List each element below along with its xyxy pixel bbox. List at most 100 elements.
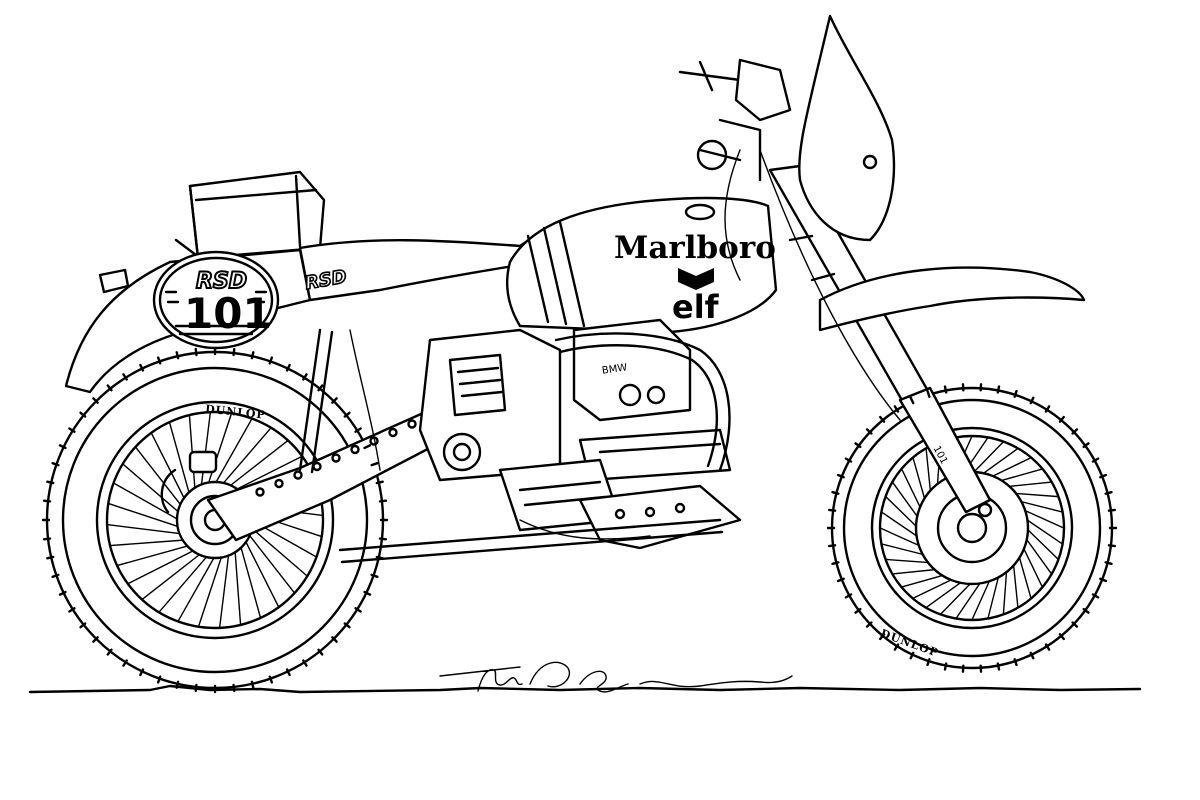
front-spoke <box>884 495 919 529</box>
rear-tread-knob <box>370 461 379 467</box>
front-tread-knob <box>1029 651 1035 660</box>
rear-spoke <box>150 432 186 501</box>
front-spoke <box>1018 554 1032 600</box>
rear-spoke <box>177 555 216 623</box>
front-spoke <box>980 447 1019 476</box>
front-tread-knob <box>844 593 853 599</box>
front-tread-knob <box>1107 508 1117 512</box>
rear-tread-knob <box>343 411 351 418</box>
rear-tread-knob <box>331 636 338 643</box>
rear-tread-knob <box>156 675 162 684</box>
front-tread-knob <box>831 490 840 495</box>
swingarm-hole <box>331 453 341 463</box>
front-tread-knob <box>865 621 873 628</box>
front-tread-knob <box>1107 544 1117 548</box>
front-spoke <box>880 511 920 539</box>
rear-tread-knob <box>139 668 145 677</box>
front-spoke <box>884 558 932 564</box>
front-tread-knob <box>943 385 948 394</box>
rear-tread-knob <box>343 622 351 629</box>
rear-spoke <box>207 412 233 486</box>
luggage-box <box>174 170 332 260</box>
rear-tread-knob <box>285 668 291 677</box>
rear-tread-knob <box>354 607 362 613</box>
rear-spoke <box>234 549 242 626</box>
front-spoke <box>1022 508 1065 529</box>
swingarm-hole <box>293 470 303 480</box>
front-spoke <box>971 578 992 621</box>
rear-tread-knob <box>51 573 60 579</box>
front-spoke <box>989 456 1032 478</box>
front-tread-knob <box>1044 643 1051 651</box>
rear-tread-knob <box>139 363 145 372</box>
rear-tread-knob <box>122 659 128 667</box>
rear-tread-knob <box>106 384 113 392</box>
front-spoke <box>880 543 926 556</box>
rear-spoke <box>218 552 230 629</box>
front-tread-knob <box>1091 457 1100 463</box>
front-tread-knob <box>909 396 915 405</box>
rear-tread-knob <box>250 680 255 689</box>
windscreen <box>798 14 896 242</box>
rear-tread-knob <box>363 590 372 596</box>
rear-tread-knob <box>106 648 113 656</box>
front-spoke <box>1024 517 1064 545</box>
front-wheel <box>830 386 1114 670</box>
front-tread-knob <box>879 633 886 641</box>
rear-spoke <box>197 554 223 628</box>
front-spoke <box>1006 481 1053 488</box>
front-tread-knob <box>879 415 886 423</box>
swingarm-hole <box>388 427 398 438</box>
rear-spoke <box>134 446 183 507</box>
swingarm-hole <box>255 487 265 497</box>
rear-tread-knob <box>354 427 362 433</box>
artist-signature <box>439 661 793 693</box>
elf-logo-mark <box>678 268 714 290</box>
front-tread-knob <box>827 508 837 512</box>
rear-tread-knob <box>46 480 55 485</box>
front-spoke <box>1022 545 1044 588</box>
front-spoke <box>900 574 946 588</box>
front-tread-knob <box>1013 658 1018 667</box>
rear-spoke <box>158 554 209 613</box>
cables <box>349 149 901 540</box>
shock-absorber <box>298 328 334 474</box>
front-spoke <box>971 440 1005 475</box>
front-spoke <box>987 574 1000 620</box>
front-tread-knob <box>844 457 853 463</box>
rear-spoke <box>168 421 191 496</box>
side-script: RSD <box>303 266 348 294</box>
tank-brand: Marlboro <box>614 230 776 266</box>
swingarm-hole <box>407 419 417 429</box>
rear-tread-knob <box>268 356 274 365</box>
front-spoke <box>955 580 983 620</box>
fuel-tank <box>506 196 778 334</box>
number-plate <box>152 250 280 350</box>
rear-spoke <box>107 502 181 528</box>
front-fork <box>768 164 992 514</box>
rear-tread-knob <box>363 444 372 450</box>
front-spoke <box>879 527 922 548</box>
plate-number: 101 <box>184 289 272 338</box>
rear-tread-knob <box>250 351 255 360</box>
front-spoke <box>891 481 920 520</box>
front-tread-knob <box>854 442 862 449</box>
rear-tread-knob <box>92 636 99 643</box>
rear-spoke <box>228 439 289 488</box>
front-tread-knob <box>854 607 862 614</box>
rear-tread-knob <box>302 373 308 381</box>
front-tread-knob <box>943 662 948 671</box>
front-tread-knob <box>1044 405 1051 413</box>
rear-tread-knob <box>156 356 162 365</box>
rear-tread-knob <box>92 397 99 404</box>
rear-spoke <box>214 417 253 485</box>
front-tread-knob <box>1099 577 1108 583</box>
rear-spoke <box>244 539 280 608</box>
rear-tread-knob <box>232 347 236 357</box>
rear-spoke <box>106 523 183 535</box>
front-tread-knob <box>1082 607 1090 614</box>
rear-tread-knob <box>58 444 67 450</box>
front-tread-knob <box>1071 621 1079 628</box>
front-tread-knob <box>893 643 900 651</box>
front-tread-knob <box>865 428 873 435</box>
